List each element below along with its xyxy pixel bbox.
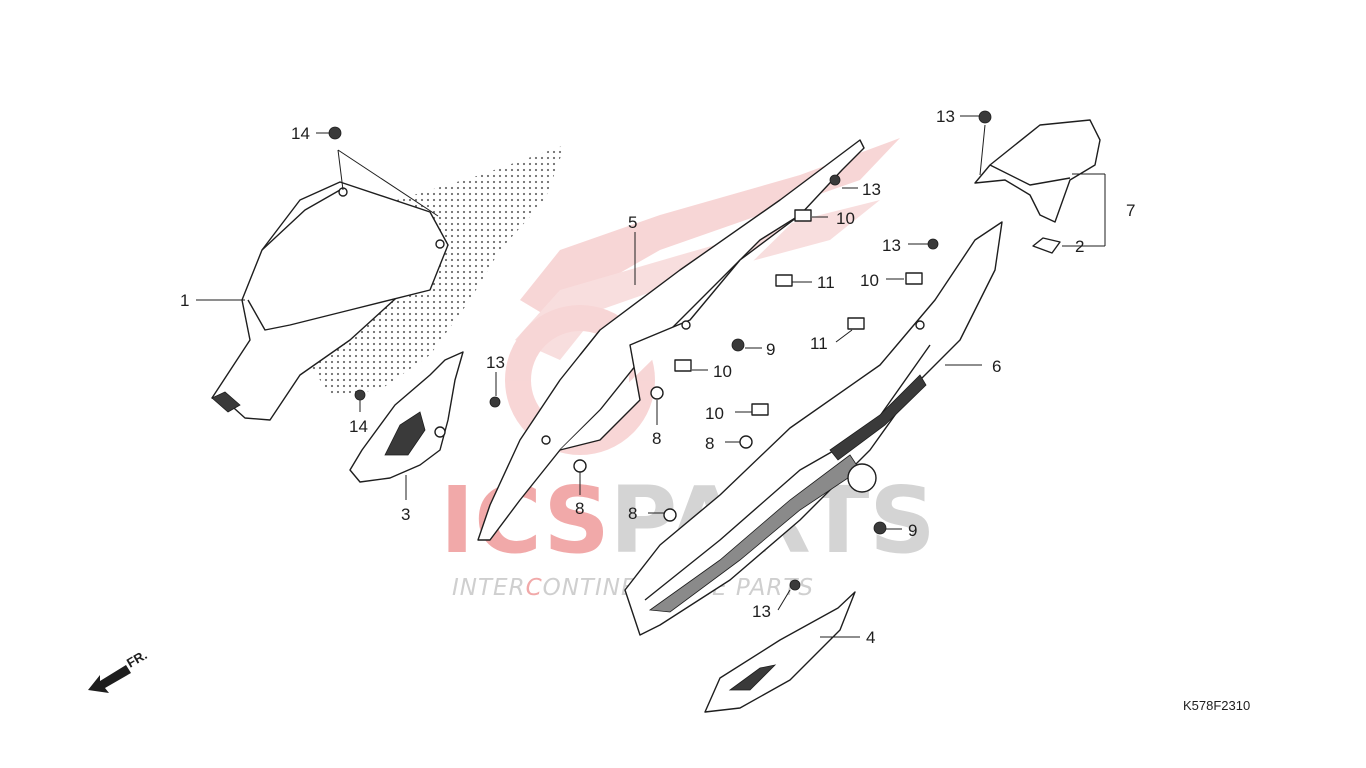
callout-13e: 13 — [752, 602, 771, 621]
part-2-cushion — [1032, 237, 1061, 254]
callout-8a: 8 — [652, 429, 661, 448]
callout-8c: 8 — [628, 504, 637, 523]
callout-9a: 9 — [766, 340, 775, 359]
callout-4: 4 — [866, 628, 875, 647]
diagram-code: K578F2310 — [1183, 698, 1250, 713]
callout-8d: 8 — [705, 434, 714, 453]
callout-10d: 10 — [705, 404, 724, 423]
callout-13a: 13 — [936, 107, 955, 126]
callout-13b: 13 — [862, 180, 881, 199]
callout-2: 2 — [1075, 237, 1084, 256]
callout-8b: 8 — [575, 499, 584, 518]
callout-10b: 10 — [860, 271, 879, 290]
watermark-text: ICSPARTS INTERCONTINE SPARE PARTS — [440, 467, 936, 601]
callout-7: 7 — [1126, 201, 1135, 220]
callout-10a: 10 — [836, 209, 855, 228]
callout-5: 5 — [628, 213, 637, 232]
front-marker-label: FR. — [124, 647, 150, 670]
callout-3: 3 — [401, 505, 410, 524]
front-direction-arrow-icon: FR. — [88, 647, 150, 693]
callouts: 1 2 3 4 5 6 7 8 8 8 8 9 9 10 10 10 10 11… — [180, 107, 1135, 647]
callout-10c: 10 — [713, 362, 732, 381]
callout-11a: 11 — [817, 273, 835, 292]
part-4-lower-panel — [704, 591, 856, 713]
callout-13d: 13 — [486, 353, 505, 372]
leader-lines — [196, 115, 1106, 638]
part-1-body-cover — [211, 181, 449, 421]
part-5-side-rail — [477, 139, 865, 541]
callout-9b: 9 — [908, 521, 917, 540]
callout-14b: 14 — [349, 417, 368, 436]
part-6-side-cover — [624, 221, 1003, 636]
callout-13c: 13 — [882, 236, 901, 255]
callout-14a: 14 — [291, 124, 310, 143]
part-3-bracket — [349, 351, 464, 483]
fasteners — [328, 110, 992, 591]
callout-1: 1 — [180, 291, 189, 310]
callout-6: 6 — [992, 357, 1001, 376]
callout-11b: 11 — [810, 334, 828, 353]
part-7-rear-cowl — [974, 119, 1101, 223]
